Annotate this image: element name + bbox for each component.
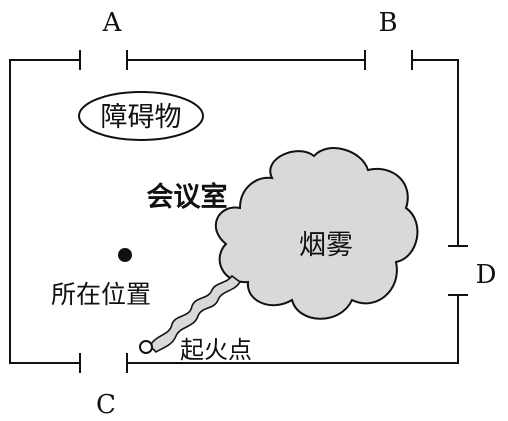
- position-marker: [118, 248, 132, 262]
- door-b-label: B: [378, 8, 397, 38]
- fire-origin-label: 起火点: [180, 336, 252, 364]
- door-jambs: [79, 50, 468, 373]
- wall-bottom-right: [127, 295, 459, 364]
- door-a-label: A: [102, 8, 123, 38]
- wall-top-left: [9, 59, 80, 364]
- smoke-trail: [149, 274, 242, 354]
- position-label: 所在位置: [51, 280, 151, 309]
- room-walls: [9, 59, 459, 364]
- obstacle-shape: [78, 91, 204, 141]
- fire-origin-marker: [139, 340, 153, 354]
- room-label: 会议室: [147, 181, 228, 213]
- smoke-cloud: [214, 147, 419, 320]
- door-c-label: C: [96, 390, 116, 420]
- wall-top-right: [412, 59, 459, 246]
- door-d-label: D: [476, 260, 497, 290]
- obstacle-label: 障碍物: [101, 102, 182, 133]
- smoke-label: 烟雾: [299, 230, 353, 261]
